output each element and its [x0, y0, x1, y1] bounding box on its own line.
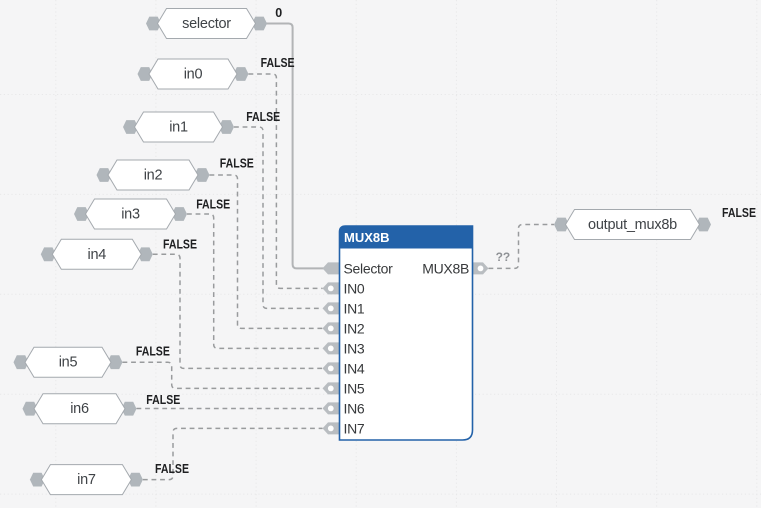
svg-text:FALSE: FALSE	[722, 206, 756, 220]
svg-text:FALSE: FALSE	[155, 462, 189, 476]
svg-text:IN3: IN3	[344, 340, 365, 356]
svg-text:0: 0	[275, 6, 282, 20]
svg-text:in1: in1	[169, 120, 188, 136]
svg-text:in7: in7	[77, 472, 96, 488]
svg-text:FALSE: FALSE	[136, 344, 170, 358]
svg-text:FALSE: FALSE	[163, 238, 197, 252]
svg-text:IN7: IN7	[344, 420, 365, 436]
svg-text:IN0: IN0	[344, 280, 365, 296]
svg-text:in5: in5	[59, 355, 78, 371]
svg-text:IN1: IN1	[344, 300, 365, 316]
svg-text:MUX8B: MUX8B	[422, 260, 469, 276]
svg-text:output_mux8b: output_mux8b	[588, 217, 677, 233]
svg-text:in2: in2	[144, 168, 163, 184]
svg-text:in0: in0	[184, 67, 203, 83]
svg-text:IN6: IN6	[344, 400, 365, 416]
svg-text:FALSE: FALSE	[146, 393, 180, 407]
svg-text:FALSE: FALSE	[220, 156, 254, 170]
svg-text:IN5: IN5	[344, 380, 365, 396]
svg-text:selector: selector	[182, 16, 231, 32]
svg-text:FALSE: FALSE	[196, 197, 230, 211]
svg-text:FALSE: FALSE	[246, 110, 280, 124]
svg-text:Selector: Selector	[344, 260, 394, 276]
svg-text:IN2: IN2	[344, 320, 365, 336]
svg-text:MUX8B: MUX8B	[344, 230, 390, 245]
svg-text:FALSE: FALSE	[261, 56, 295, 70]
svg-text:in3: in3	[121, 207, 140, 223]
svg-text:??: ??	[496, 250, 511, 264]
svg-text:in6: in6	[70, 401, 89, 417]
svg-text:IN4: IN4	[344, 360, 365, 376]
svg-text:in4: in4	[87, 247, 106, 263]
